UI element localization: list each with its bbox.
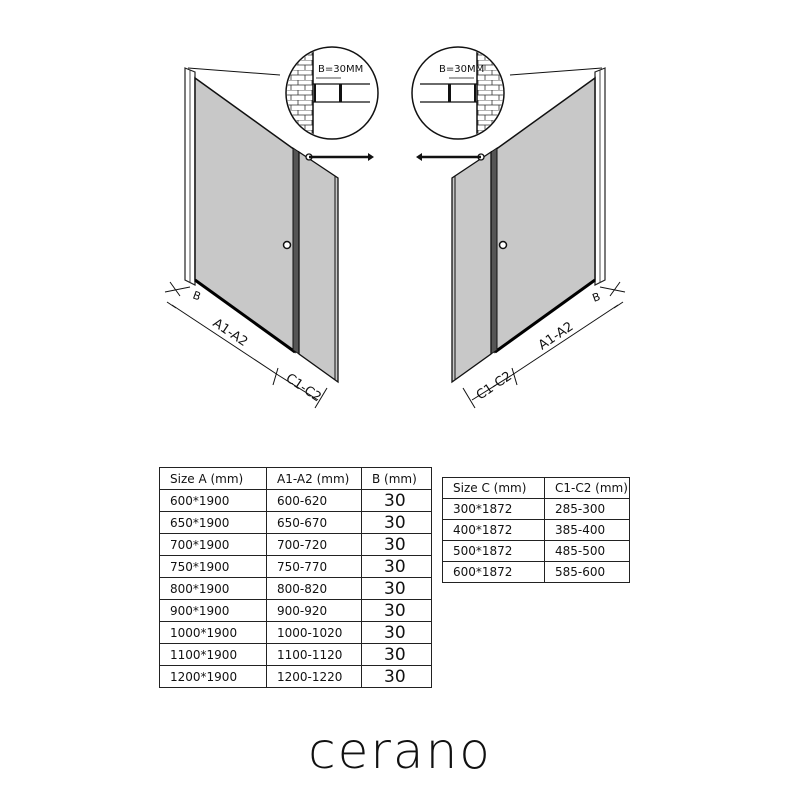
brand-logo: cerano [308, 722, 492, 780]
header-b: B (mm) [361, 467, 432, 490]
table-cell: 750*1900 [159, 555, 267, 578]
table-cell: 300*1872 [442, 498, 545, 520]
table-cell: 30 [361, 621, 432, 644]
table-cell: 30 [361, 533, 432, 556]
table-cell: 30 [361, 643, 432, 666]
table-cell: 700*1900 [159, 533, 267, 556]
header-size-a: Size A (mm) [159, 467, 267, 490]
table-cell: 600*1872 [442, 561, 545, 583]
table-cell: 1000-1020 [266, 621, 362, 644]
table-cell: 30 [361, 489, 432, 512]
table-cell: 900*1900 [159, 599, 267, 622]
table-cell: 500*1872 [442, 540, 545, 562]
table-cell: 485-500 [544, 540, 630, 562]
shower-door-diagram: B=30MM B A1-A2 C1-C2 B=30MM B A1-A2 C1-C… [0, 0, 800, 440]
table-cell: 600-620 [266, 489, 362, 512]
header-a1-a2: A1-A2 (mm) [266, 467, 362, 490]
b-label-right: B [591, 290, 603, 305]
table-cell: 600*1900 [159, 489, 267, 512]
table-cell: 30 [361, 599, 432, 622]
table-cell: 385-400 [544, 519, 630, 541]
b-label-left: B [191, 289, 203, 304]
table-cell: 30 [361, 577, 432, 600]
table-cell: 1200*1900 [159, 665, 267, 688]
table-cell: 900-920 [266, 599, 362, 622]
table-cell: 650-670 [266, 511, 362, 534]
table-cell: 285-300 [544, 498, 630, 520]
table-cell: 30 [361, 555, 432, 578]
table-cell: 800-820 [266, 577, 362, 600]
table-cell: 700-720 [266, 533, 362, 556]
table-cell: 800*1900 [159, 577, 267, 600]
table-cell: 585-600 [544, 561, 630, 583]
table-cell: 30 [361, 511, 432, 534]
detail-label-left: B=30MM [318, 64, 363, 75]
c-label-left: C1-C2 [283, 371, 324, 405]
left-door-drawing [165, 47, 378, 408]
table-cell: 1000*1900 [159, 621, 267, 644]
a-label-left: A1-A2 [210, 316, 251, 350]
table-cell: 750-770 [266, 555, 362, 578]
table-header-row: Size A (mm) A1-A2 (mm) B (mm) [159, 467, 432, 490]
right-door-drawing [412, 47, 625, 408]
header-size-c: Size C (mm) [442, 477, 545, 499]
detail-label-right: B=30MM [439, 64, 484, 75]
table-cell: 400*1872 [442, 519, 545, 541]
header-c1-c2: C1-C2 (mm) [544, 477, 630, 499]
table-cell: 1100*1900 [159, 643, 267, 666]
table-cell: 30 [361, 665, 432, 688]
table-header-row: Size C (mm) C1-C2 (mm) [442, 477, 630, 499]
table-cell: 1100-1120 [266, 643, 362, 666]
c-label-right: C1-C2 [474, 369, 515, 403]
table-cell: 650*1900 [159, 511, 267, 534]
table-cell: 1200-1220 [266, 665, 362, 688]
